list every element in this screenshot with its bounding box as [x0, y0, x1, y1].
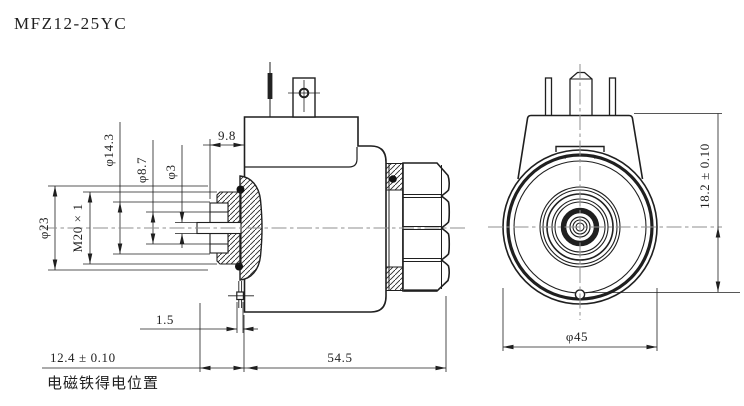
drawing-title: MFZ12-25YC: [14, 14, 127, 33]
dim-label-m20x1: M20 × 1: [70, 203, 85, 252]
dim-label-phi8-7: φ8.7: [134, 157, 149, 183]
dimension-lines-right: [502, 113, 740, 351]
pin-left: [544, 77, 553, 117]
front-view: φ45 18.2 ± 0.10: [488, 64, 740, 351]
coil-body-outline: [243, 116, 387, 313]
dim-label-54-5: 54.5: [327, 350, 352, 365]
terminal-screw-icon: [298, 87, 310, 99]
extension-lines-left: [48, 139, 447, 372]
pin-center: [569, 71, 593, 116]
caption-energized-position: 电磁铁得电位置: [47, 375, 159, 392]
position-indicator-pin: [228, 281, 254, 308]
dim-label-12-4: 12.4 ± 0.10: [50, 350, 116, 365]
dim-label-1-5: 1.5: [156, 312, 174, 327]
dim-label-9-8: 9.8: [218, 128, 236, 143]
dim-label-phi3: φ3: [163, 164, 178, 179]
coil-top-face-line: [244, 147, 358, 168]
dim-label-phi14-3: φ14.3: [101, 133, 116, 166]
pin-right: [608, 77, 617, 117]
ground-pin: [267, 62, 273, 117]
dim-label-phi45: φ45: [566, 329, 588, 344]
dim-label-18-2: 18.2 ± 0.10: [697, 143, 712, 209]
dim-label-phi23: φ23: [36, 217, 51, 239]
terminal-boss: [288, 77, 320, 118]
o-ring-dot: [389, 175, 397, 183]
side-section-view: φ23 M20 × 1 φ14.3 φ8.7 φ3 9.8 1.5 12.4 ±…: [36, 62, 468, 392]
knurled-nut: [402, 162, 451, 292]
